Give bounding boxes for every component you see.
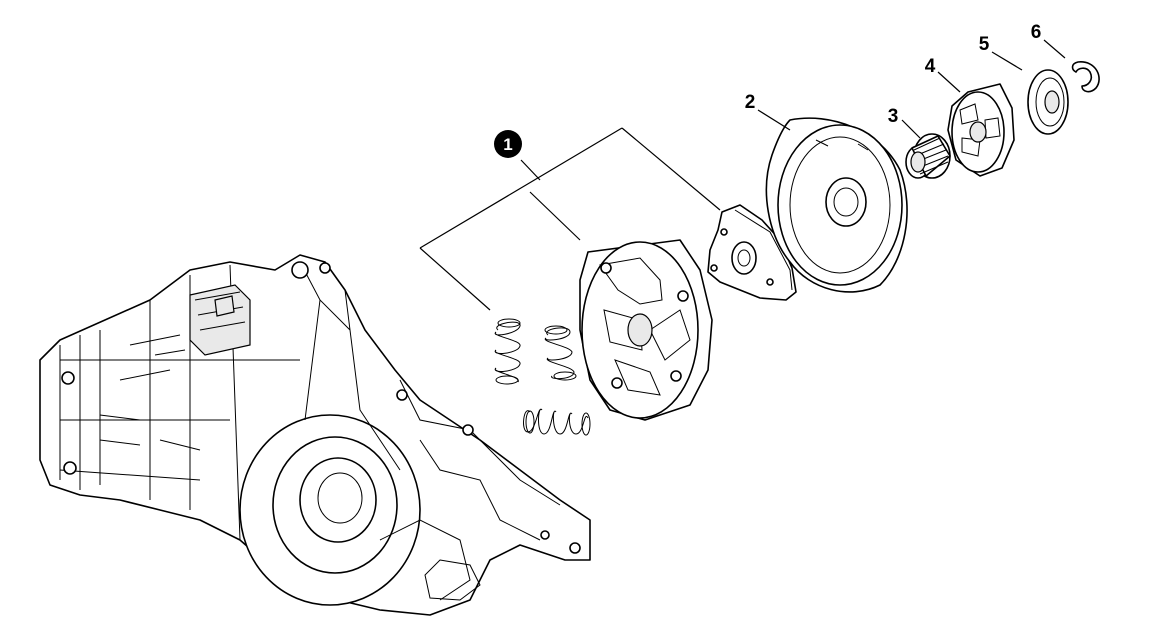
e-clip	[1071, 61, 1100, 93]
clutch-plate	[707, 204, 797, 301]
leader-line-1-bracket	[419, 127, 623, 249]
callout-5-label: 5	[979, 34, 990, 55]
leader-line-5	[991, 51, 1023, 71]
clutch-spring-bottom	[523, 408, 591, 436]
clutch-spring-top-left	[494, 318, 521, 385]
callout-1-badge	[494, 130, 522, 158]
leader-line-2	[757, 109, 791, 131]
callout-6-label: 6	[1031, 22, 1042, 43]
callout-4-label: 4	[925, 56, 936, 77]
leader-line-1-left-drop	[419, 247, 491, 311]
leader-line-1-main	[520, 159, 541, 181]
leader-line-1-right-drop	[621, 127, 721, 211]
chain-sprocket	[947, 83, 1015, 177]
crankcase-housing	[39, 254, 591, 616]
callout-3-label: 3	[888, 106, 899, 127]
callout-1-label: 1	[503, 135, 512, 154]
clutch-drum	[765, 117, 908, 293]
washer	[1027, 69, 1069, 135]
clutch-carrier	[579, 239, 713, 421]
leader-line-1-mid-drop	[529, 191, 581, 241]
leader-line-3	[901, 119, 921, 139]
leader-line-4	[937, 71, 961, 93]
callout-2-label: 2	[745, 92, 756, 113]
callout-1: 1	[494, 130, 522, 158]
leader-lines	[419, 39, 1066, 311]
clutch-spring-top-right	[544, 325, 577, 381]
needle-bearing	[905, 133, 951, 179]
leader-line-6	[1043, 39, 1066, 59]
